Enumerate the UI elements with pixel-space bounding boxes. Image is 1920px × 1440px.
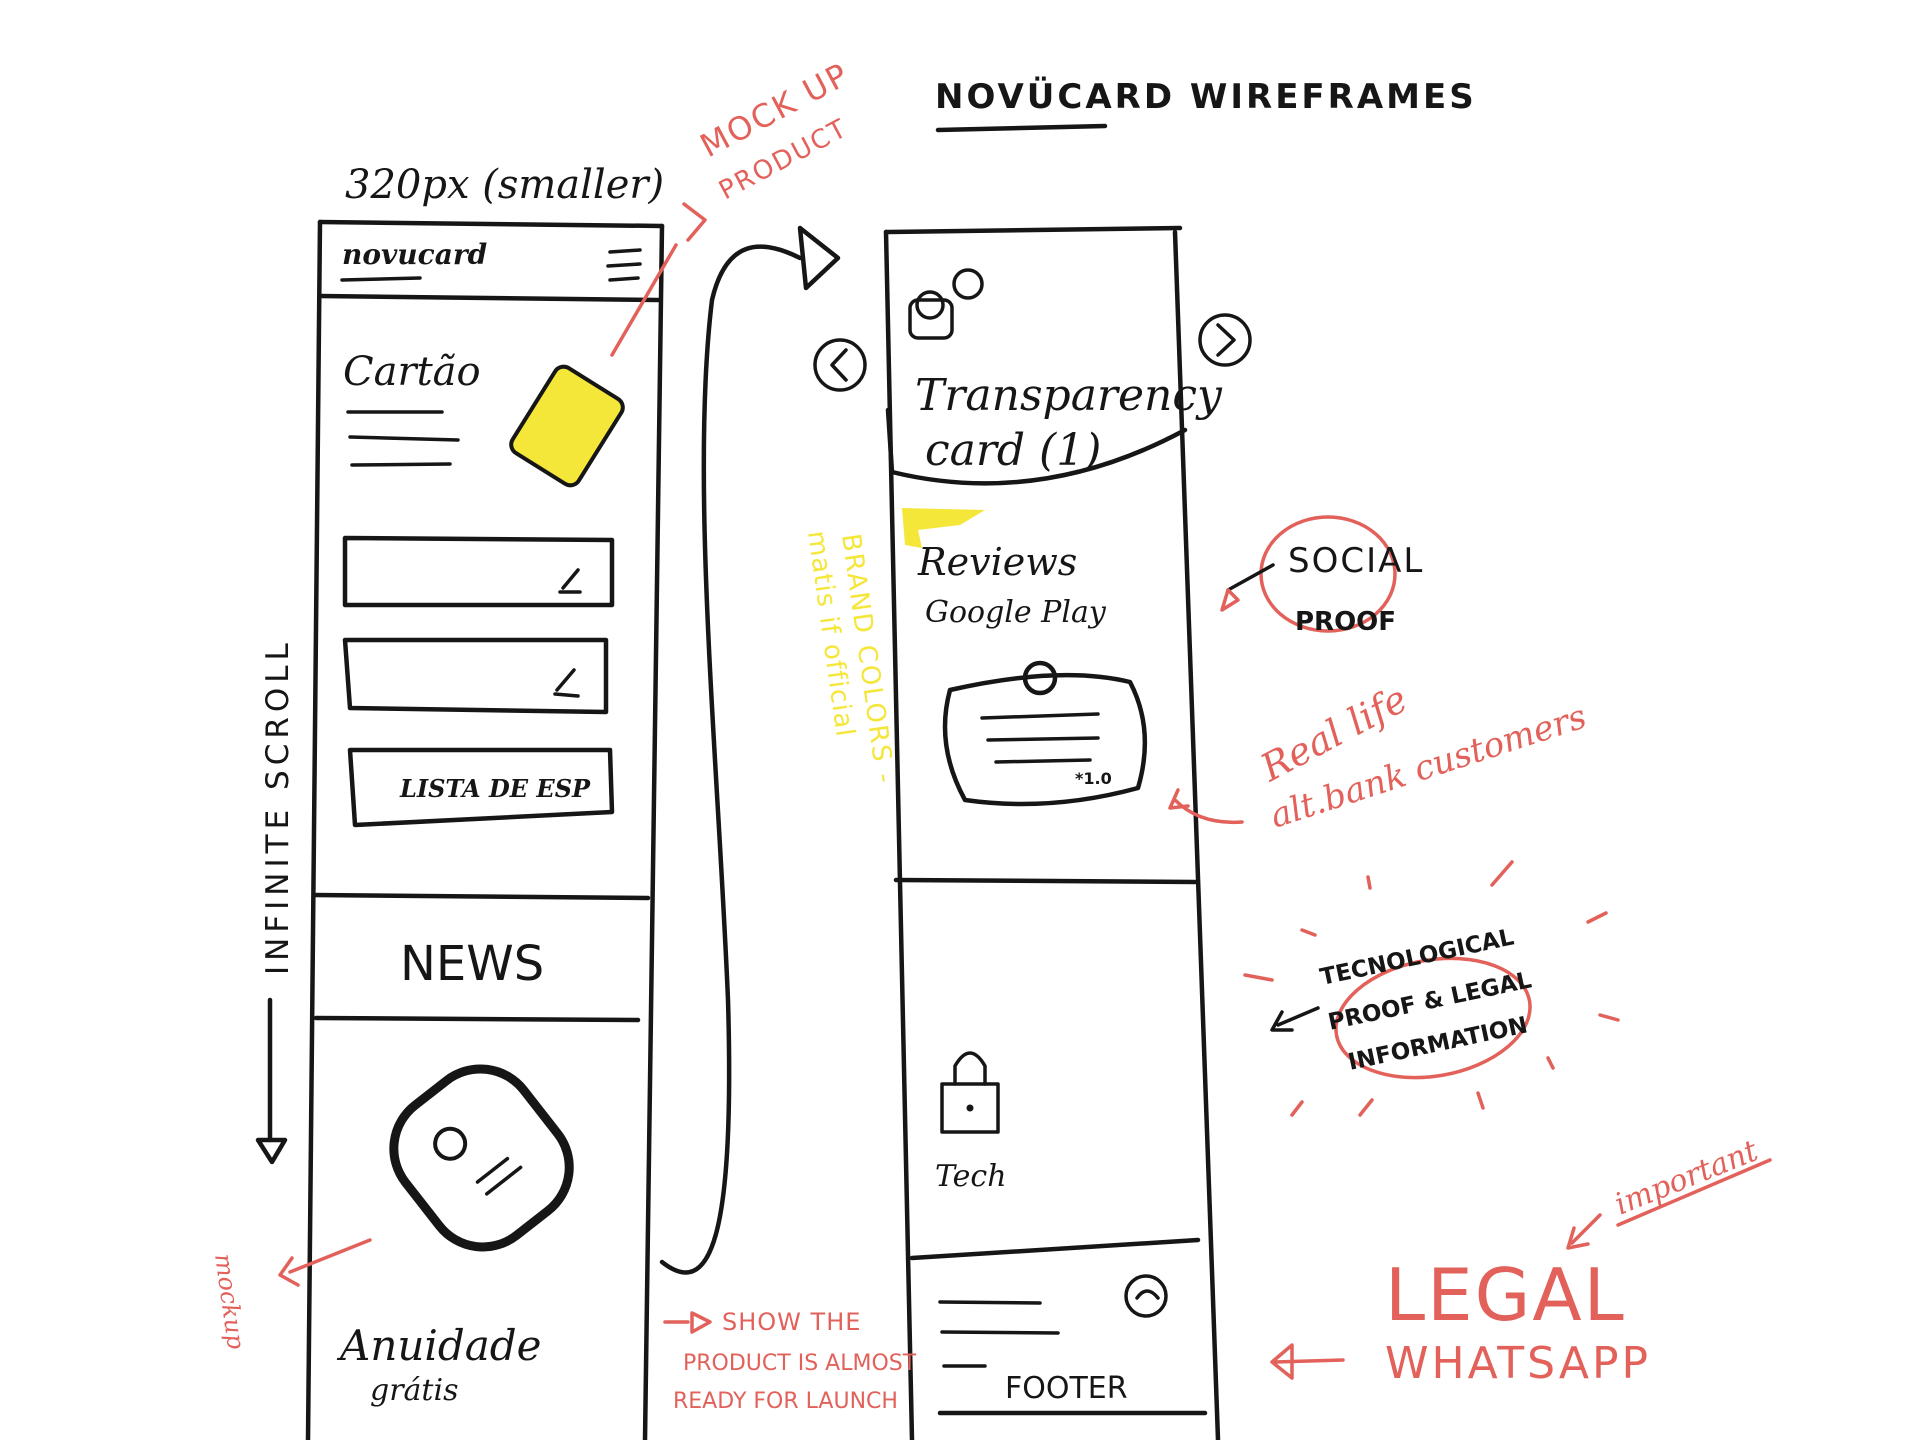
- reviews-title: Reviews: [917, 540, 1077, 584]
- annotation-show-2: PRODUCT IS ALMOST: [683, 1351, 917, 1376]
- annotation-social-proof-circle: [1259, 515, 1397, 633]
- form-input-2[interactable]: [342, 637, 609, 715]
- flow-connector-line: [659, 244, 803, 1275]
- logo-underline: [340, 276, 422, 282]
- form-input-1[interactable]: [342, 535, 615, 608]
- annotation-legal: LEGAL: [1385, 1253, 1626, 1337]
- annotation-whatsapp: WHATSAPP: [1385, 1338, 1651, 1389]
- annotation-tech-pointer: [1276, 1006, 1320, 1027]
- annotation-burst-lines: [1243, 860, 1620, 1117]
- annotation-legal-pointer: [1273, 1358, 1345, 1364]
- infinite-scroll-label: INFINITE SCROLL: [260, 638, 296, 975]
- yellow-highlight-mark: [902, 508, 985, 548]
- hero-title: Cartão: [343, 349, 481, 395]
- annotation-real-life-pointer: [1173, 798, 1244, 825]
- divider-news-top: [311, 892, 651, 901]
- title-underline: [935, 123, 1108, 133]
- reviews-subtitle: Google Play: [925, 595, 1107, 630]
- whatsapp-icon[interactable]: [1124, 1274, 1168, 1318]
- annotation-social-pointer: [1226, 563, 1275, 592]
- footer-section[interactable]: FOOTER: [937, 1274, 1208, 1416]
- divider-news-bottom: [313, 1015, 641, 1023]
- tech-label: Tech: [935, 1159, 1007, 1194]
- lock-icon: [940, 1051, 1000, 1134]
- news-section[interactable]: NEWS: [400, 936, 544, 992]
- carousel-next-icon[interactable]: [1198, 313, 1252, 367]
- annotation-proof: PROOF: [1295, 607, 1396, 637]
- waitlist-button-label: LISTA DE ESP: [399, 774, 591, 803]
- annotation-tech-circle: [1334, 956, 1532, 1080]
- hamburger-menu-icon[interactable]: [606, 248, 642, 282]
- annotation-show-arrowhead: [690, 1311, 712, 1334]
- users-icon: [908, 268, 984, 340]
- hero-text-lines: [346, 410, 460, 467]
- annotation-real-life-arrowhead: [1168, 788, 1190, 810]
- page-title: NOVÜCARD WIREFRAMES: [935, 76, 1477, 117]
- annotation-mockup-small-line: [288, 1238, 372, 1274]
- annotation-legal-arrowhead: [1270, 1343, 1294, 1380]
- annotation-important: important: [1610, 1133, 1764, 1222]
- waitlist-button[interactable]: LISTA DE ESP: [347, 747, 615, 828]
- bottom-title: Anuidade: [336, 1321, 542, 1370]
- review-rating: *1.0: [1075, 769, 1112, 788]
- header-logo[interactable]: novucard: [342, 238, 487, 271]
- footer-divider: [909, 1237, 1201, 1261]
- annotation-show-3: READY FOR LAUNCH: [673, 1389, 898, 1414]
- transparency-card[interactable]: Transparency card (1): [885, 268, 1223, 486]
- annotation-important-pointer: [1570, 1213, 1602, 1245]
- annotation-important-arrowhead: [1566, 1226, 1590, 1250]
- yellow-card-mockup: [509, 364, 625, 488]
- left-phone-frame: [305, 219, 665, 1440]
- transparency-card-title-1: Transparency: [915, 370, 1223, 421]
- annotation-mockup-pointer: [610, 243, 678, 357]
- review-text-lines: [980, 712, 1100, 764]
- annotation-important-underline: [1616, 1158, 1772, 1227]
- annotation-social-arrowhead: [1220, 588, 1240, 612]
- review-card[interactable]: *1.0: [942, 660, 1148, 807]
- annotation-mockup-arrowhead: [682, 202, 707, 242]
- annotation-social: SOCIAL: [1288, 541, 1424, 581]
- annotation-mockup-small-arrowhead: [278, 1256, 300, 1287]
- carousel-prev-icon[interactable]: [813, 338, 867, 392]
- footer-label: FOOTER: [1005, 1371, 1128, 1406]
- transparency-card-title-2: card (1): [925, 425, 1101, 476]
- bottom-subtitle: grátis: [370, 1373, 458, 1408]
- infinite-scroll-arrow: [255, 1137, 288, 1165]
- annotation-mockup-small: mockup: [209, 1252, 250, 1351]
- phone-mockup: [389, 1064, 574, 1252]
- width-label: 320px (smaller): [345, 162, 664, 208]
- annotation-tech-arrowhead: [1270, 1010, 1294, 1032]
- flow-connector-arrow: [797, 225, 841, 291]
- footer-text-lines: [938, 1300, 1060, 1368]
- annotation-show-1: SHOW THE: [722, 1308, 861, 1336]
